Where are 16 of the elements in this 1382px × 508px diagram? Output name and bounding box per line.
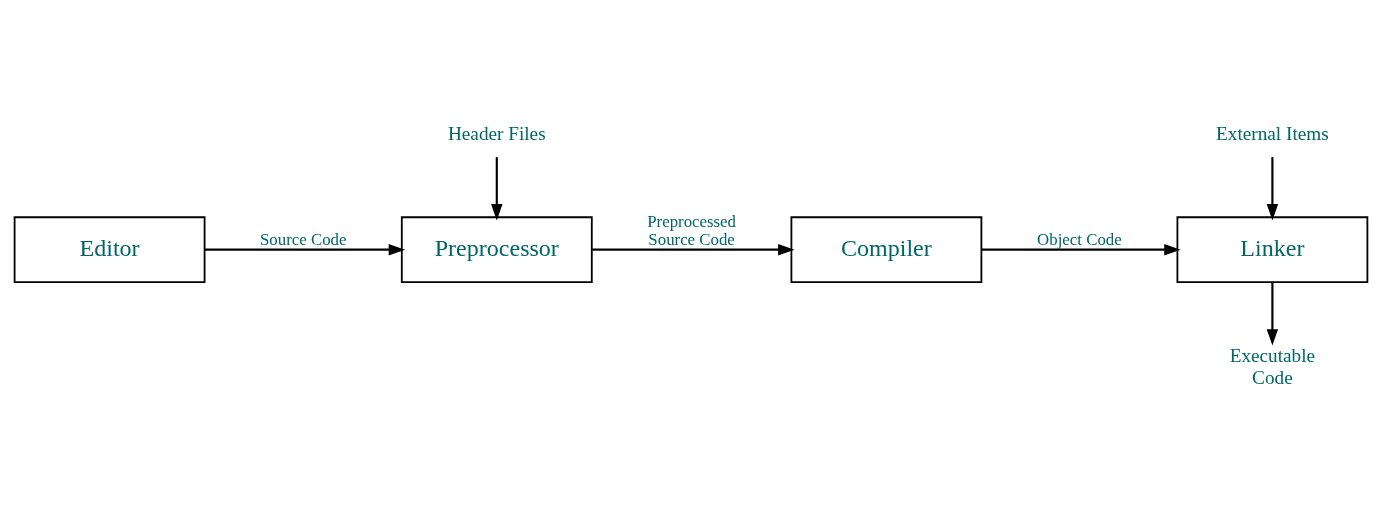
node-box: Editor [13,215,206,283]
node-box: Linker [1176,215,1369,283]
node-text: Header Files [447,122,546,144]
arrow [981,243,1181,255]
arrow [1266,156,1279,220]
arrow [592,243,795,255]
node-text: Executable Code [1229,344,1316,388]
arrow [204,243,406,255]
node-box: Compiler [790,215,983,283]
node-text: External Items [1216,122,1329,144]
arrow [491,156,503,220]
edge-label: Object Code [1037,229,1122,249]
arrow [1266,281,1279,345]
node-box: Preprocessor [400,215,593,283]
edge-label: Source Code [259,229,347,249]
edge-label: Preprocessed Source Code [647,211,736,249]
